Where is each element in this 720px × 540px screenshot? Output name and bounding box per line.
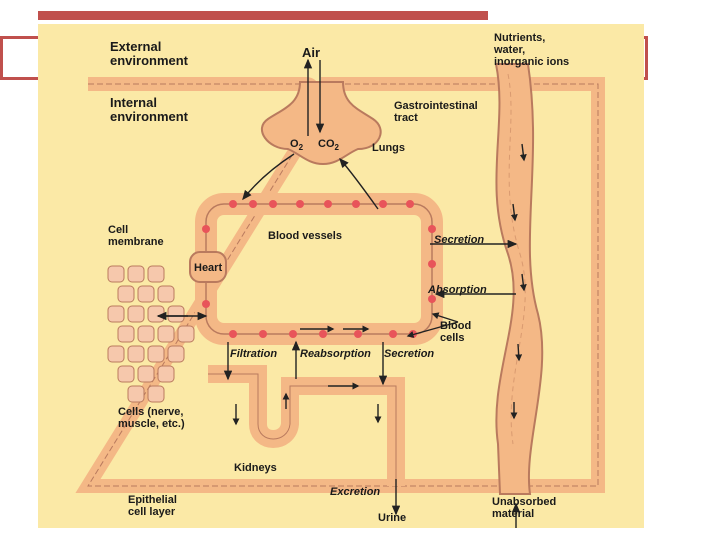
internal-environment-label: Internal environment [110,95,189,124]
secretion-kidney-label: Secretion [384,348,435,360]
cells-label: Cells (nerve, muscle, etc.) [118,406,185,430]
urine-label: Urine [378,512,407,524]
heart-shape [189,251,227,283]
filtration-label: Filtration [230,348,278,360]
secretion-gi-label: Secretion [434,234,485,246]
absorption-label: Absorption [428,284,487,296]
diagram-svg [38,24,644,534]
slide-title-bar [38,11,488,20]
nutrients-label: Nutrients, water, inorganic ions [494,32,570,68]
lungs-label: Lungs [372,142,405,154]
o2-label: O2 [290,138,304,153]
blood-vessels-label: Blood vessels [268,230,342,242]
gi-tract-label: Gastrointestinal tract [394,100,478,124]
excretion-label: Excretion [330,486,381,498]
blood-cells-label: Blood cells [440,320,472,344]
homeostasis-diagram: External environment Internal environmen… [38,24,644,534]
air-label: Air [302,45,321,60]
kidneys-label: Kidneys [234,462,277,474]
gi-tract-shape [494,63,544,495]
heart-label: Heart [194,262,223,274]
body-cells [107,265,195,403]
unabsorbed-label: Unabsorbed material [492,496,557,520]
external-environment-label: External environment [110,39,189,68]
cell-membrane-label: Cell membrane [108,224,164,248]
reabsorption-label: Reabsorption [300,348,371,360]
epithelial-label: Epithelial cell layer [128,494,177,518]
lungs-shape [260,81,382,166]
co2-label: CO2 [318,138,339,153]
